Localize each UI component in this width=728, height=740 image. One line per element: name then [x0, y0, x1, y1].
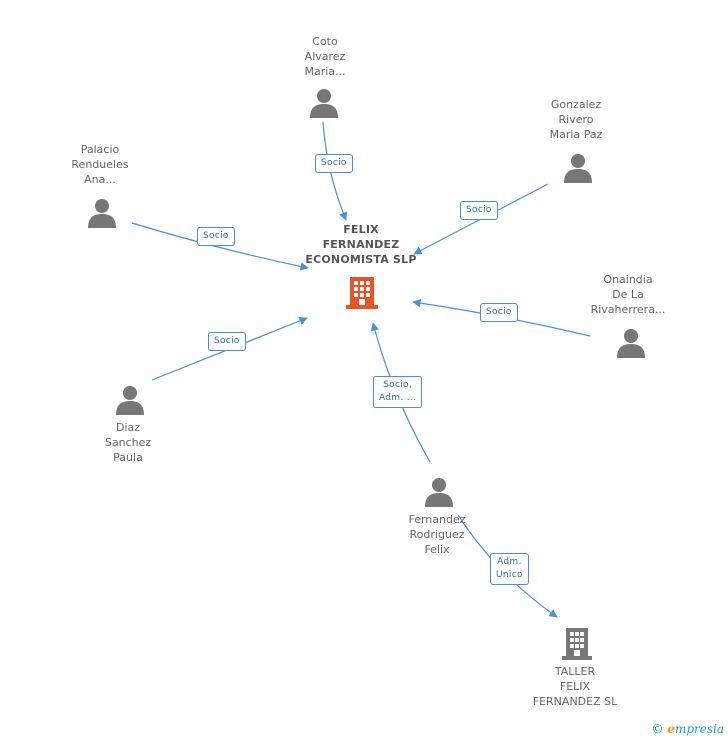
edge-line-palacio	[131, 222, 309, 271]
person-icon[interactable]	[564, 153, 592, 187]
edge-badge-taller[interactable]: Adm. Unico	[490, 553, 529, 585]
main-company-building-icon[interactable]	[346, 275, 378, 313]
person-label-diaz[interactable]: Diaz Sanchez Paula	[104, 421, 152, 464]
main-company-label[interactable]: FELIX FERNANDEZ ECONOMISTA SLP	[305, 223, 417, 266]
person-icon[interactable]	[88, 198, 116, 232]
footer-brand: © empresia	[651, 722, 724, 736]
person-icon[interactable]	[116, 385, 144, 419]
brand-logo: empresia	[667, 722, 724, 736]
copyright-symbol: ©	[651, 722, 664, 736]
company-building-icon[interactable]	[562, 626, 592, 664]
person-icon[interactable]	[425, 477, 453, 511]
person-label-coto[interactable]: Coto Alvarez Maria...	[304, 35, 346, 78]
edge-badge-coto[interactable]: Socio	[315, 154, 353, 173]
person-icon[interactable]	[310, 88, 338, 122]
edge-badge-diaz[interactable]: Socio	[208, 332, 246, 351]
edge-badge-gonzalez[interactable]: Socio	[460, 201, 498, 220]
person-label-gonzalez[interactable]: Gonzalez Rivero Maria Paz	[549, 98, 603, 141]
edge-badge-fernandez[interactable]: Socio, Adm. ...	[373, 376, 423, 408]
person-label-onaindia[interactable]: Onaindia De La Rivaherrera...	[590, 273, 666, 316]
person-label-fernandez[interactable]: Fernandez Rodriguez Felix	[408, 513, 466, 556]
company-label-taller[interactable]: TALLER FELIX FERNANDEZ SL	[532, 665, 618, 708]
edge-badge-palacio[interactable]: Socio	[197, 227, 235, 246]
edge-badge-onaindia[interactable]: Socio	[480, 303, 518, 322]
person-icon[interactable]	[617, 328, 645, 362]
person-label-palacio[interactable]: Palacio Rendueles Ana...	[71, 143, 129, 186]
